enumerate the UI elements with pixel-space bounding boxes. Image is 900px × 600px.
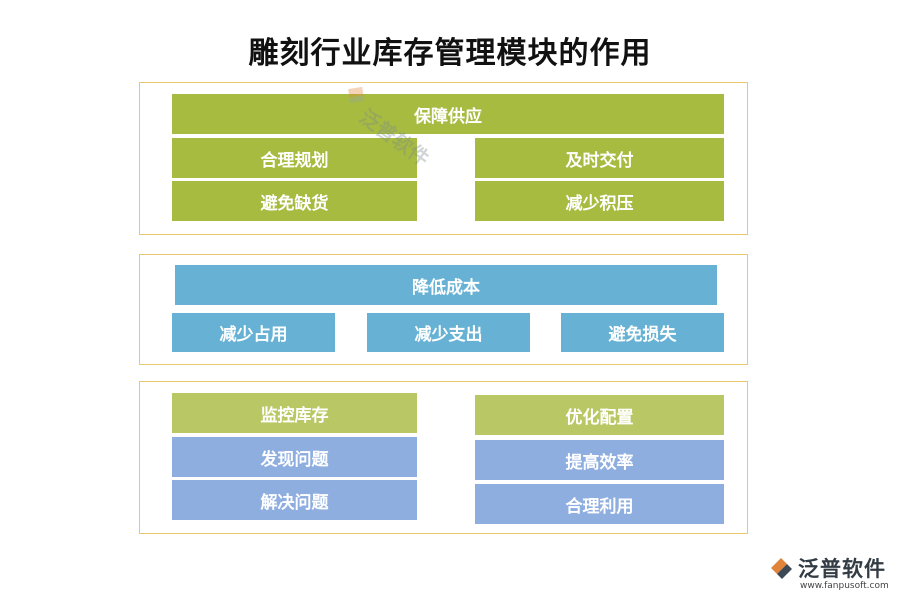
item-reduce-occupancy: 减少占用 <box>172 313 335 352</box>
header-optimize-allocation: 优化配置 <box>475 395 724 435</box>
item-reasonable-planning: 合理规划 <box>172 138 417 178</box>
item-reduce-backlog: 减少积压 <box>475 181 724 221</box>
header-reduce-cost: 降低成本 <box>175 265 717 305</box>
item-avoid-loss: 避免损失 <box>561 313 724 352</box>
brand-url: www.fanpusoft.com <box>800 581 889 591</box>
item-timely-delivery: 及时交付 <box>475 138 724 178</box>
brand-logo: 泛普软件 www.fanpusoft.com <box>768 553 898 597</box>
item-improve-efficiency: 提高效率 <box>475 440 724 480</box>
header-supply: 保障供应 <box>172 94 724 134</box>
page-title: 雕刻行业库存管理模块的作用 <box>248 36 652 71</box>
item-solve-problems: 解决问题 <box>172 480 417 520</box>
item-find-problems: 发现问题 <box>172 437 417 477</box>
item-reduce-expenses: 减少支出 <box>367 313 530 352</box>
brand-name: 泛普软件 <box>798 557 886 581</box>
header-monitor-inventory: 监控库存 <box>172 393 417 433</box>
fanpu-logo-icon <box>771 558 792 579</box>
item-reasonable-use: 合理利用 <box>475 484 724 524</box>
item-avoid-shortage: 避免缺货 <box>172 181 417 221</box>
